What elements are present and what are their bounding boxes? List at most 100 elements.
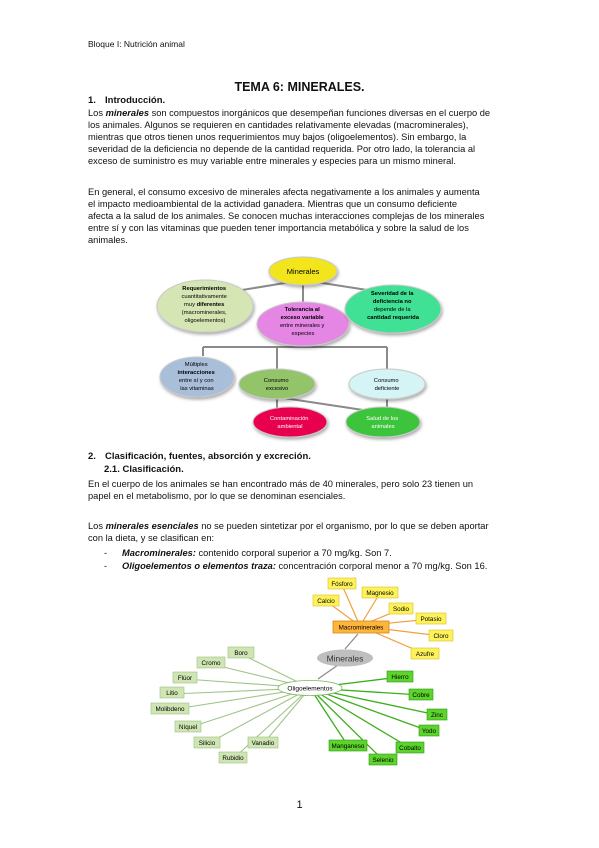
oligo-label: Cobalto <box>399 745 421 752</box>
oligo-node-vanadio <box>247 736 279 749</box>
oligo-label: Molibdeno <box>155 706 185 713</box>
oligo-label: Zinc <box>431 712 443 719</box>
text-line: afecta a la salud de los animales. Se co… <box>88 211 485 222</box>
macro-node-magnesio <box>361 586 399 599</box>
text-line: En general, el consumo excesivo de miner… <box>88 187 480 197</box>
severidad-node-label: Severidad de la deficiencia no depende d… <box>367 291 420 321</box>
consumo-excesivo-node-label: Consumo excesivo <box>264 378 290 392</box>
oligoelementos-hub <box>277 680 343 696</box>
minerals-concept-diagram: Minerales Requerimientos cuantitativamen… <box>156 256 442 438</box>
text-line: los animales. Algunos se requieren en ca… <box>88 120 469 131</box>
oligo-node-hierro <box>386 670 414 683</box>
oligo-node-silicio <box>193 736 221 749</box>
severidad-node <box>344 284 442 334</box>
text-line: entre sí y con las vitaminas que pueden … <box>88 223 469 234</box>
oligo-node-cromo <box>196 656 226 669</box>
minerales-node-label: Minerales <box>287 267 320 276</box>
intro-paragraph-2: En general, el consumo excesivo de miner… <box>88 186 516 246</box>
salud-node <box>345 406 421 438</box>
minerals-classification-diagram: Minerales Macrominerales Oligoelementos … <box>150 577 454 766</box>
oligo-left-spokes <box>168 653 311 760</box>
contaminacion-node <box>252 406 328 438</box>
subsection-heading: 2.1. Clasificación. <box>104 464 184 475</box>
macro-label: Sodio <box>393 606 410 613</box>
page-title: TEMA 6: MINERALES. <box>234 80 365 94</box>
oligo-node-manganeso <box>328 739 368 752</box>
oligo-label: Cobre <box>412 692 430 699</box>
oligo-node-selenio <box>368 753 398 766</box>
macro-node-fosforo <box>327 577 357 590</box>
macro-label: Magnesio <box>366 590 394 597</box>
macro-node-potasio <box>415 612 447 625</box>
macro-node-cloro <box>428 629 454 642</box>
text-line: severidad de la deficiencia no depende d… <box>88 144 476 155</box>
macro-label: Potasio <box>420 616 442 623</box>
text-line: exceso de suministro es muy variable ent… <box>88 156 456 167</box>
oligo-node-litio <box>159 686 185 699</box>
oligo-node-molibdeno <box>150 702 190 715</box>
oligo-label: Flúor <box>178 675 192 682</box>
consumo-deficiente-node <box>348 368 426 400</box>
section-number: 2. <box>88 451 96 462</box>
text-line: con la dieta, y se clasifican en: <box>88 533 215 544</box>
macro-node-calcio <box>312 594 340 607</box>
text-line: En el cuerpo de los animales se han enco… <box>88 479 474 489</box>
requerimientos-node-label: Requerimientos cuantitativamente muy dif… <box>181 286 228 324</box>
macro-node-azufre <box>410 647 440 660</box>
section-number: 1. <box>88 95 96 106</box>
oligo-right-spokes <box>309 676 438 761</box>
page-number: 1 <box>296 799 303 811</box>
minerales-center-label: Minerales <box>327 654 364 664</box>
minerales-center-node <box>317 649 373 667</box>
oligo-label: Silicio <box>199 740 216 747</box>
consumo-excesivo-node <box>238 368 316 400</box>
intro-paragraph-1: Los minerales son compuestos inorgánicos… <box>88 107 516 167</box>
section-heading: 2. Clasificación, fuentes, absorción y ex… <box>88 451 311 462</box>
section-heading: 1. Introducción. <box>88 95 165 106</box>
salud-node-label: Salud de los animales <box>366 416 400 430</box>
macrominerales-hub-label: Macrominerales <box>339 625 384 632</box>
macro-label: Azufre <box>416 651 435 658</box>
subsection-number: 2.1. <box>104 464 120 475</box>
text-line: el impacto medioambiental de la activida… <box>88 199 457 210</box>
macro-label: Fósforo <box>331 581 353 588</box>
tolerancia-node-label: Tolerancia al exceso variable entre mine… <box>280 307 326 337</box>
oligo-label: Yodo <box>422 728 437 735</box>
oligo-node-zinc <box>426 708 448 721</box>
oligo-label: Hierro <box>391 674 409 681</box>
contaminacion-node-label: Contaminación ambiental <box>270 416 310 430</box>
consumo-deficiente-node-label: Consumo deficiente <box>374 378 400 392</box>
oligo-node-fluor <box>172 671 198 684</box>
subsection-title: Clasificación. <box>122 464 184 475</box>
classification-paragraph-1: En el cuerpo de los animales se han enco… <box>88 478 516 502</box>
text-line: Los minerales esenciales no se pueden si… <box>88 521 489 531</box>
interacciones-node-label: Múltiples interacciones entre sí y con l… <box>178 362 217 392</box>
bullet-oligoelementos: -Oligoelementos o elementos traza: conce… <box>104 561 488 571</box>
oligo-label: Manganeso <box>332 743 365 750</box>
oligo-label: Selenio <box>372 757 394 764</box>
section-title: Clasificación, fuentes, absorción y excr… <box>105 451 311 462</box>
macrominerales-hub <box>332 620 390 634</box>
oligo-node-yodo <box>418 724 440 737</box>
text-line: mientras que otros tienen unos requerimi… <box>88 132 467 143</box>
oligo-label: Níquel <box>179 724 197 731</box>
classification-paragraph-2: Los minerales esenciales no se pueden si… <box>88 520 516 544</box>
minerales-node <box>268 256 338 286</box>
oligo-label: Vanadio <box>252 740 275 747</box>
running-header: Bloque I: Nutrición animal <box>88 39 185 49</box>
oligo-label: Rubidio <box>222 755 244 762</box>
section-title: Introducción. <box>105 95 166 106</box>
oligo-node-rubidio <box>218 751 248 764</box>
requerimientos-node <box>156 279 254 333</box>
bullet-macrominerales: -Macrominerales: contenido corporal supe… <box>104 548 392 558</box>
oligo-label: Cromo <box>202 660 221 667</box>
text-line: papel en el metabolismo, por lo que se d… <box>88 491 346 502</box>
oligoelementos-hub-label: Oligoelementos <box>287 686 333 693</box>
macro-node-sodio <box>388 602 414 615</box>
interacciones-node <box>159 356 235 398</box>
macro-label: Cloro <box>433 633 449 640</box>
text-line: Los minerales son compuestos inorgánicos… <box>88 108 491 118</box>
oligo-node-cobre <box>408 688 434 701</box>
oligo-node-cobalto <box>395 741 425 754</box>
tolerancia-node <box>256 301 350 347</box>
